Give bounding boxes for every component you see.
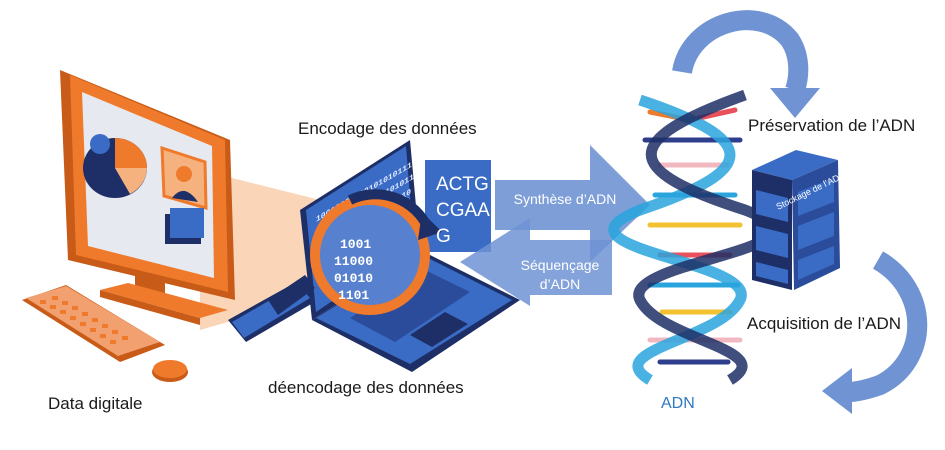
magnifier-icon: 1001 11000 01010 1101 [268, 189, 442, 315]
code-line: G [436, 226, 451, 247]
cycle-arrow-icon [672, 10, 820, 118]
server-rack-icon: Stockage de l’ADN [752, 150, 847, 290]
decoding-label: déencodage des données [268, 378, 464, 397]
code-panel-text: ACTG CGAA G [436, 172, 490, 250]
synthesis-label: Synthèse d’ADN [513, 191, 617, 207]
encoding-label: Encodage des données [298, 119, 477, 138]
code-line: CGAA [436, 200, 490, 221]
dna-helix-icon [608, 89, 778, 385]
acquisition-label: Acquisition de l’ADN [747, 314, 902, 333]
desktop-monitor-icon [60, 70, 340, 330]
cycle-arrow-icon [822, 251, 928, 414]
lens-binary-line: 01010 [334, 271, 373, 286]
sequencing-label-line: Séquençage [520, 257, 600, 273]
sequencing-label-line: d’ADN [539, 276, 581, 292]
digital-data-label: Data digitale [48, 394, 143, 413]
mouse-icon [152, 360, 188, 382]
sequencing-label: Séquençage d’ADN [500, 256, 620, 294]
lens-binary-line: 11000 [334, 254, 373, 269]
lens-binary-line: 1001 [340, 237, 371, 252]
dna-label: ADN [661, 395, 695, 412]
lens-binary-line: 1101 [338, 288, 369, 303]
code-line: ACTG [436, 174, 489, 195]
sequencing-arrow [460, 218, 612, 306]
preservation-label: Préservation de l’ADN [748, 116, 916, 135]
keyboard-icon [22, 285, 165, 362]
code-panel [425, 160, 491, 252]
